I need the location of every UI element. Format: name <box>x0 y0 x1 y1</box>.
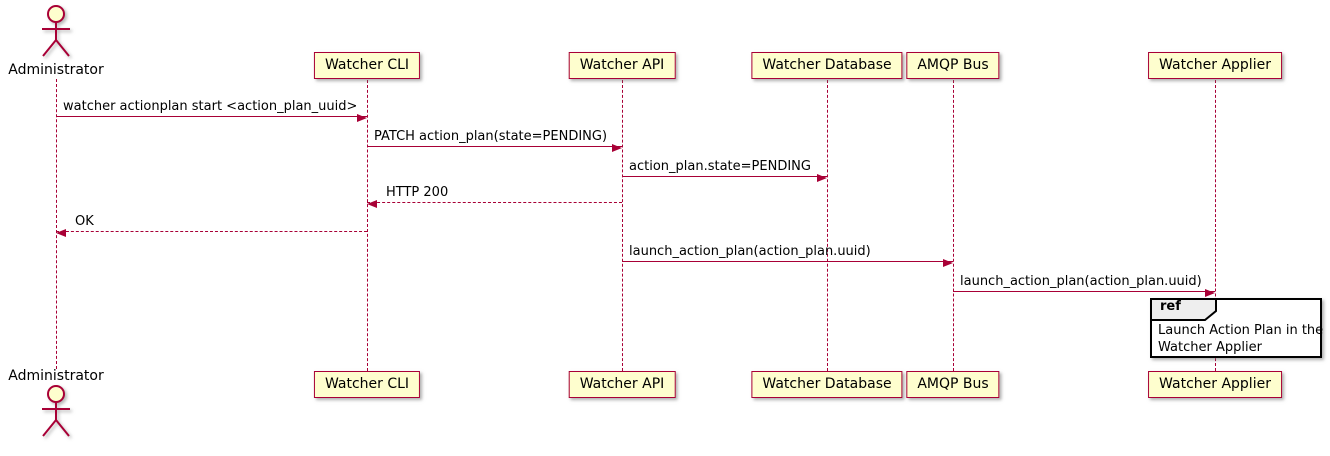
message-line <box>367 202 622 203</box>
lifeline-watcher-cli <box>367 80 368 371</box>
arrowhead-right-icon <box>817 173 827 182</box>
participant-top-watcher-database: Watcher Database <box>751 52 903 79</box>
lifeline-administrator <box>56 79 57 369</box>
arrowhead-left-icon <box>56 228 66 237</box>
stick-figure-icon <box>42 385 70 437</box>
message-label: HTTP 200 <box>386 185 449 200</box>
arrowhead-right-icon <box>357 113 367 122</box>
message-patch-action-plan: PATCH action_plan(state=PENDING) <box>367 129 622 152</box>
message-label: watcher actionplan start <action_plan_uu… <box>63 99 358 114</box>
participant-bottom-watcher-database: Watcher Database <box>751 371 903 398</box>
message-line <box>622 261 953 262</box>
message-launch-action-plan-amqp: launch_action_plan(action_plan.uuid) <box>953 274 1215 297</box>
message-label: launch_action_plan(action_plan.uuid) <box>629 244 871 259</box>
message-actionplan-start: watcher actionplan start <action_plan_uu… <box>56 99 367 122</box>
lifeline-watcher-api <box>622 80 623 371</box>
message-ok: OK <box>56 214 367 237</box>
participant-bottom-amqp-bus: AMQP Bus <box>906 371 1000 398</box>
message-http-200: HTTP 200 <box>367 185 622 208</box>
ref-text-line2: Watcher Applier <box>1158 340 1262 355</box>
ref-pentagon-icon <box>1150 298 1217 321</box>
message-line <box>56 116 367 117</box>
participant-top-watcher-api: Watcher API <box>568 52 676 79</box>
message-label: launch_action_plan(action_plan.uuid) <box>960 274 1202 289</box>
arrowhead-right-icon <box>1205 288 1215 297</box>
lifeline-watcher-applier <box>1215 80 1216 371</box>
message-line <box>367 146 622 147</box>
participant-top-watcher-cli: Watcher CLI <box>313 52 421 79</box>
message-line <box>56 231 367 232</box>
message-state-pending: action_plan.state=PENDING <box>622 159 827 182</box>
ref-header: ref <box>1150 298 1218 325</box>
message-line <box>622 176 827 177</box>
participant-bottom-watcher-applier: Watcher Applier <box>1148 371 1282 398</box>
arrowhead-left-icon <box>367 199 377 208</box>
actor-figure-top <box>36 4 76 64</box>
message-label: PATCH action_plan(state=PENDING) <box>374 129 608 144</box>
ref-text: Launch Action Plan in the Watcher Applie… <box>1158 322 1323 356</box>
actor-label-top: Administrator <box>8 62 104 78</box>
arrowhead-right-icon <box>612 143 622 152</box>
ref-fragment: ref Launch Action Plan in the Watcher Ap… <box>1150 298 1323 358</box>
message-line <box>953 291 1215 292</box>
ref-keyword: ref <box>1160 299 1181 314</box>
participant-top-watcher-applier: Watcher Applier <box>1148 52 1282 79</box>
participant-bottom-watcher-api: Watcher API <box>568 371 676 398</box>
actor-figure-bottom <box>36 384 76 444</box>
ref-text-line1: Launch Action Plan in the <box>1158 323 1324 338</box>
message-launch-action-plan-api: launch_action_plan(action_plan.uuid) <box>622 244 953 267</box>
lifeline-amqp-bus <box>953 80 954 371</box>
lifeline-watcher-database <box>827 80 828 371</box>
message-label: OK <box>75 214 94 229</box>
participant-top-amqp-bus: AMQP Bus <box>906 52 1000 79</box>
message-label: action_plan.state=PENDING <box>629 159 811 174</box>
participant-bottom-watcher-cli: Watcher CLI <box>313 371 421 398</box>
actor-label-bottom: Administrator <box>8 368 104 384</box>
stick-figure-icon <box>42 5 70 57</box>
arrowhead-right-icon <box>943 258 953 267</box>
